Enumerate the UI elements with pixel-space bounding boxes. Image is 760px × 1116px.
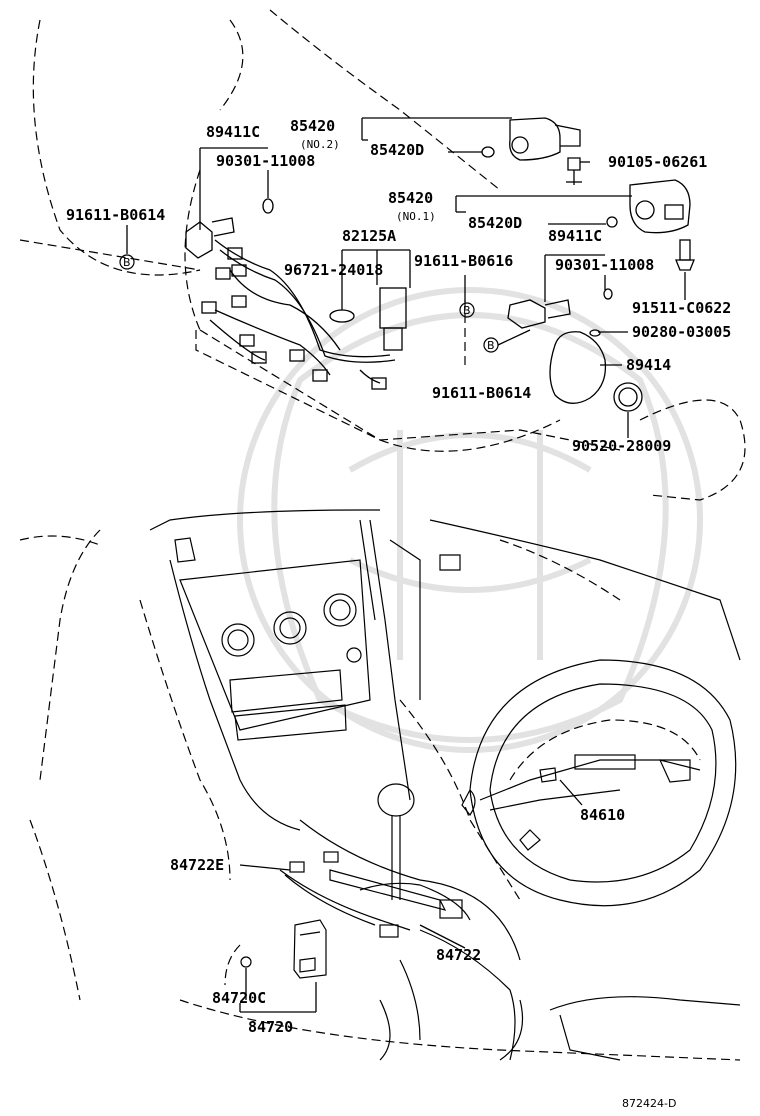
label-90105: 90105-06261 [608,153,707,171]
dashboard-outline [19,509,741,1061]
switch-84720 [224,919,327,986]
label-85420-no1: 85420 [388,189,433,207]
top-background-lines [19,9,746,501]
cover-89414 [507,288,643,412]
label-90280: 90280-03005 [632,323,731,341]
label-91511: 91511-C0622 [632,299,731,317]
sensor-no1 [606,179,695,271]
label-84720: 84720 [248,1018,293,1036]
label-84720C: 84720C [212,989,266,1007]
label-no1: (NO.1) [396,210,436,223]
watermark-emblem [237,287,703,753]
label-89411C-top: 89411C [206,123,260,141]
steering-wheel [461,659,737,907]
label-89414: 89414 [626,356,671,374]
svg-text:B: B [463,304,471,317]
label-82125A: 82125A [342,227,396,245]
svg-text:B: B [487,339,495,352]
label-84722: 84722 [436,946,481,964]
label-91611-bottom: 91611-B0614 [432,384,531,402]
reference-code: 872424-D [622,1097,676,1110]
label-85420-no2: 85420 [290,117,335,135]
part-labels: 89411C 85420 (NO.2) 85420D 90301-11008 9… [66,117,731,1110]
label-91611-left: 91611-B0614 [66,206,165,224]
label-91611-mid: 91611-B0616 [414,252,513,270]
label-84610: 84610 [580,806,625,824]
sensor-no2 [481,117,582,185]
label-96721: 96721-24018 [284,261,383,279]
label-90520: 90520-28009 [572,437,671,455]
label-90301-mid: 90301-11008 [555,256,654,274]
label-84722E: 84722E [170,856,224,874]
label-85420D-mid: 85420D [468,214,522,232]
wire-harness [185,217,407,390]
label-no2: (NO.2) [300,138,340,151]
leader-lines-top [126,117,686,438]
label-85420D-top: 85420D [370,141,424,159]
label-89411C-mid: 89411C [548,227,602,245]
shift-lever [279,783,471,938]
label-90301-top: 90301-11008 [216,152,315,170]
svg-text:B: B [123,256,131,269]
leader-lines-bottom [239,779,583,1013]
